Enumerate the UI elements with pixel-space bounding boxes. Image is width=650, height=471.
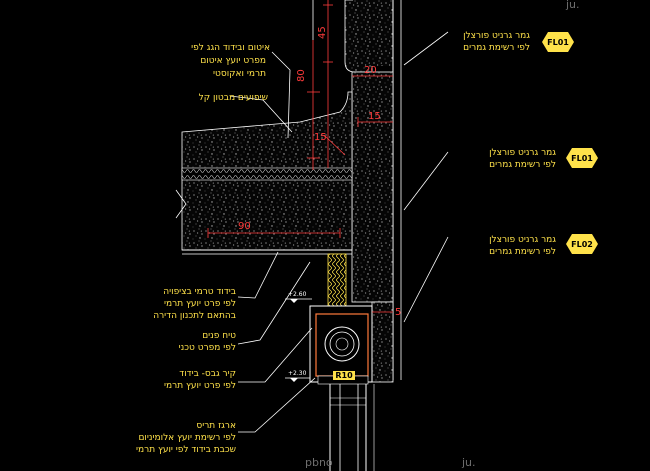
svg-text:R10: R10: [335, 371, 353, 380]
svg-text:+2.30: +2.30: [288, 370, 307, 377]
annotation-line: לפי רשימת גמרים: [463, 43, 530, 53]
annotation-line: ארגז תריס: [196, 421, 236, 431]
annotation-line: שכבת בידוד לפי יועץ תרמי: [136, 445, 236, 455]
right-annotation-3: גמר גרניט פורצלן לפי רשימת גמרים: [489, 235, 556, 257]
annotation-line: שיפועים מבטון קל: [199, 93, 268, 103]
svg-text:FL02: FL02: [571, 240, 593, 249]
annotation-line: מפרט יועץ איטום: [200, 56, 266, 66]
annotation-line: תרמי ואקוסטי: [213, 69, 266, 79]
left-annotation-drywall: קיר גבס- בידוד לפי פרט יועץ תרמי: [164, 369, 236, 391]
dim-5: 5: [395, 307, 401, 318]
annotation-line: גמר גרניט פורצלן: [463, 31, 530, 41]
right-annotation-2: גמר גרניט פורצלן לפי רשימת גמרים: [489, 148, 556, 170]
left-annotation-shutter: ארגז תריס לפי רשימת יועץ אלומיניום שכבת …: [136, 421, 236, 455]
window-tag: R10: [333, 371, 355, 380]
annotation-line: לפי רשימת גמרים: [489, 247, 556, 257]
svg-text:+2.60: +2.60: [288, 291, 307, 298]
concrete-wall: [344, 0, 402, 383]
finish-tag: FL01: [542, 32, 574, 52]
shutter-box: [309, 253, 373, 385]
level-marker: +2.60: [285, 291, 312, 303]
level-marker: +2.30: [285, 370, 310, 382]
svg-text:FL01: FL01: [571, 154, 593, 163]
watermark: ju.: [565, 0, 580, 11]
window-frame: [329, 384, 375, 471]
annotation-line: לפי רשימת יועץ אלומיניום: [138, 433, 236, 443]
dim-45: 45: [317, 26, 328, 39]
annotation-line: לפי פרט יועץ תרמי: [164, 299, 236, 309]
roof-slab: [175, 91, 353, 255]
watermark: ju.: [461, 456, 476, 469]
annotation-line: לפי רשימת גמרים: [489, 160, 556, 170]
left-annotation-thermal: בידוד טרמי בציפויה לפי פרט יועץ תרמי בהת…: [153, 287, 236, 321]
finish-tag: FL01: [566, 148, 598, 168]
dim-15-b: 15: [314, 132, 327, 143]
left-annotation-slope: שיפועים מבטון קל: [199, 93, 268, 103]
annotation-line: איטום ובידוד הגג לפי: [191, 43, 270, 53]
annotation-line: טיח פנים: [202, 331, 236, 341]
leader-lines: [229, 31, 449, 433]
annotation-line: בהתאם לתכנון הדירה: [153, 311, 236, 321]
svg-text:FL01: FL01: [547, 38, 569, 47]
left-annotation-plaster: טיח פנים לפי מפרט טכני: [179, 331, 236, 353]
left-annotation-roofing: איטום ובידוד הגג לפי מפרט יועץ איטום תרמ…: [191, 43, 270, 79]
dim-90: 90: [238, 221, 251, 232]
annotation-line: בידוד טרמי בציפויה: [163, 287, 236, 297]
dim-80: 80: [296, 69, 307, 82]
dim-20: 20: [364, 65, 377, 76]
finish-tag: FL02: [566, 234, 598, 254]
right-annotation-1: גמר גרניט פורצלן לפי רשימת גמרים: [463, 31, 530, 53]
annotation-line: גמר גרניט פורצלן: [489, 148, 556, 158]
dimension-lines: [307, 0, 393, 313]
dim-15-a: 15: [368, 111, 381, 122]
annotation-line: לפי מפרט טכני: [179, 343, 236, 353]
annotation-line: לפי פרט יועץ תרמי: [164, 381, 236, 391]
annotation-line: גמר גרניט פורצלן: [489, 235, 556, 245]
watermark: pbno: [305, 456, 333, 469]
annotation-line: קיר גבס- בידוד: [179, 369, 236, 379]
